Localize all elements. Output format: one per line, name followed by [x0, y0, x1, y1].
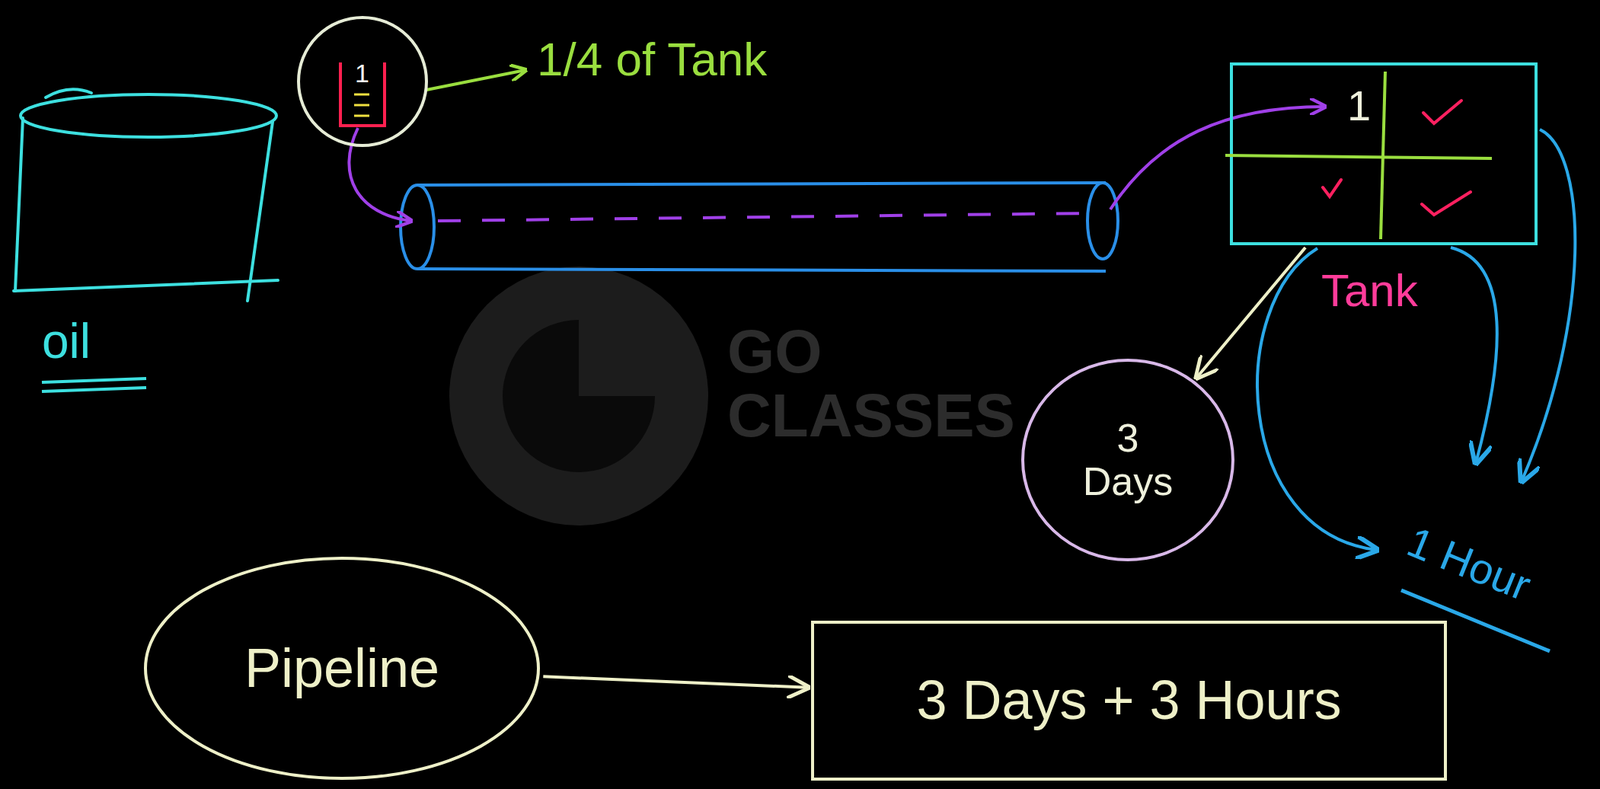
pipe	[400, 182, 1118, 272]
time-arrows	[1257, 129, 1575, 550]
oil-label: oil	[41, 316, 91, 368]
flow-arrow	[1110, 106, 1326, 210]
connector-arrow	[1196, 247, 1306, 378]
node-text: 1	[1347, 82, 1371, 130]
days-circle: 3 Days	[1020, 357, 1236, 563]
tank-box: 1	[1229, 62, 1538, 246]
connector-arrow	[542, 676, 808, 687]
watermark: GO CLASSES	[727, 319, 1048, 448]
tank-label: Tank	[1321, 266, 1418, 315]
oil-barrel	[13, 89, 278, 301]
hour-label: 1 Hour	[1401, 519, 1537, 609]
node-text: 1	[354, 59, 370, 88]
duration-box: 3 Days + 3 Hours	[811, 620, 1447, 781]
pointer-arrow	[426, 70, 526, 90]
node-text: 3 Days + 3 Hours	[916, 670, 1342, 731]
pipeline-ellipse: Pipeline	[143, 555, 541, 781]
oil-underline	[41, 378, 147, 392]
node-shape	[1232, 65, 1535, 243]
cup-circle: 1	[296, 15, 429, 148]
node-text: Pipeline	[244, 638, 440, 699]
node-text: 3 Days	[1070, 416, 1185, 504]
fraction-label: 1/4 of Tank	[536, 34, 767, 84]
watermark-logo	[449, 266, 709, 526]
